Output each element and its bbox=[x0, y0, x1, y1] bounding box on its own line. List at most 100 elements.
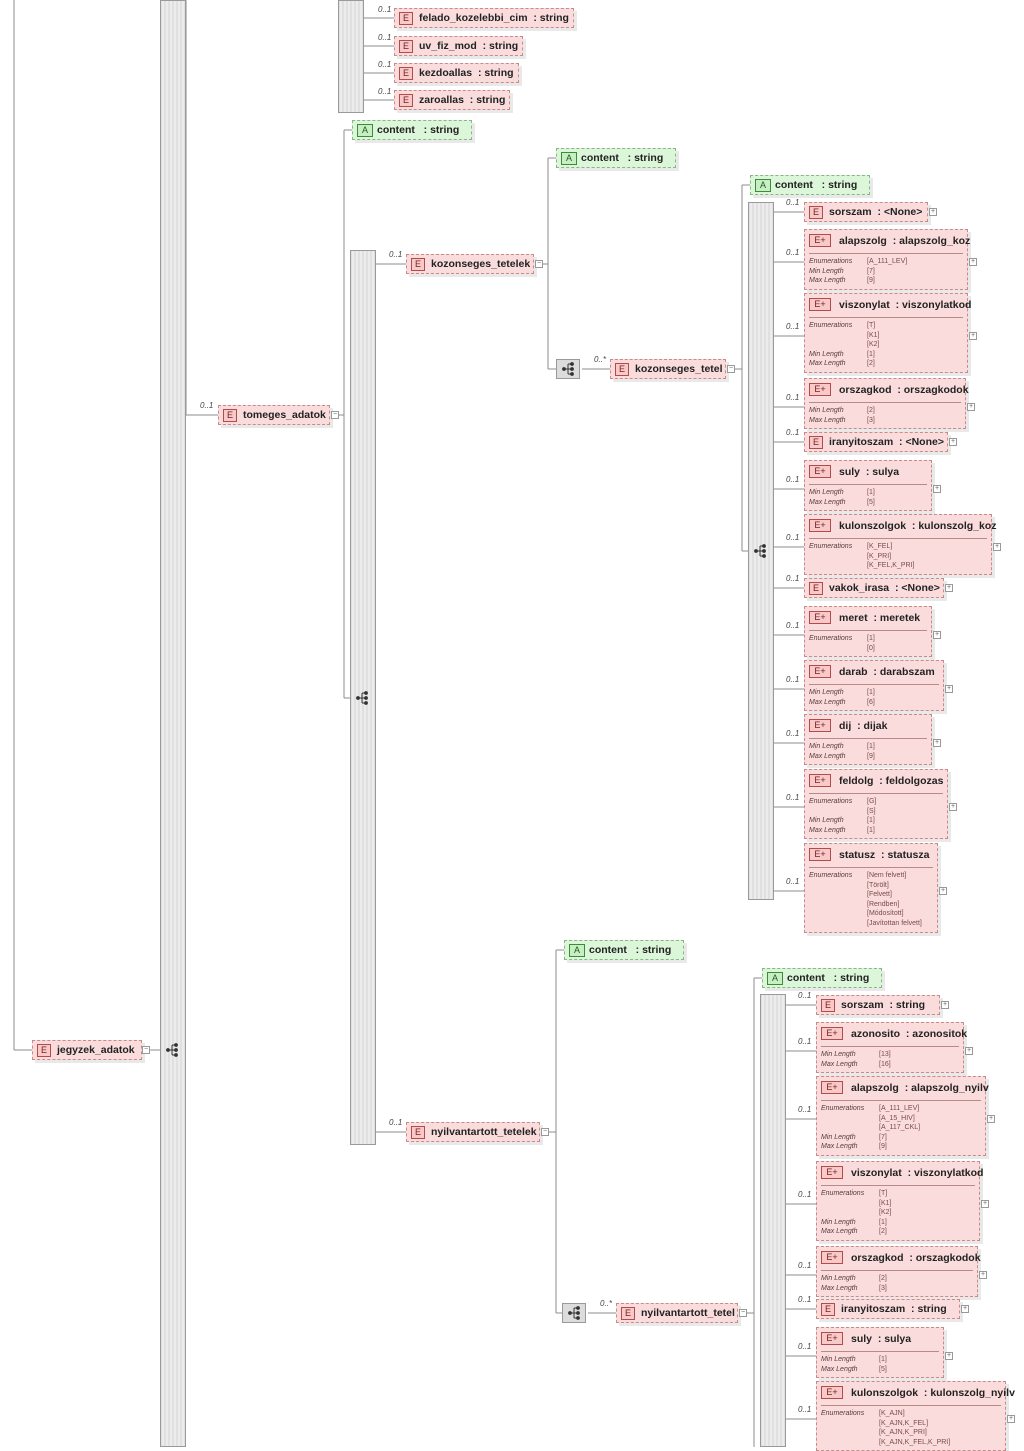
element-uv-fiz-mod[interactable]: E uv_fiz_mod : string bbox=[394, 36, 524, 56]
attribute-icon: A bbox=[755, 179, 771, 192]
facet-row: Max Length[6] bbox=[809, 698, 939, 708]
expand-toggle[interactable]: + bbox=[949, 803, 957, 811]
facet-divider bbox=[821, 1185, 975, 1186]
facet-label: Min Length bbox=[821, 1356, 856, 1363]
facet-value: [Nem felvett] bbox=[867, 872, 907, 879]
attribute-content[interactable]: A content : string bbox=[564, 940, 684, 960]
expand-toggle[interactable]: + bbox=[933, 739, 941, 747]
expand-toggle[interactable]: + bbox=[949, 438, 957, 446]
element-name: vakok_irasa bbox=[829, 582, 890, 594]
expand-toggle[interactable]: + bbox=[939, 887, 947, 895]
expand-toggle[interactable]: + bbox=[979, 1271, 987, 1279]
element-kozonseges-tetel[interactable]: E kozonseges_tetel bbox=[610, 359, 726, 379]
expand-toggle[interactable]: + bbox=[969, 332, 977, 340]
element-kozonseges-tetelek[interactable]: E kozonseges_tetelek bbox=[406, 254, 534, 274]
facet-row: Enumerations[T][K1][K2] bbox=[809, 321, 963, 350]
element-kezdoallas[interactable]: E kezdoallas : string bbox=[394, 63, 519, 83]
attribute-content[interactable]: A content : string bbox=[556, 148, 676, 168]
facet-value: [K1] bbox=[879, 1199, 892, 1207]
element-type: sulya bbox=[884, 1333, 912, 1345]
element-zaroallas[interactable]: E zaroallas : string bbox=[394, 90, 511, 110]
facet-row: Min Length[1] bbox=[821, 1355, 939, 1365]
collapse-toggle[interactable]: − bbox=[535, 260, 543, 268]
facet-label: Min Length bbox=[809, 489, 844, 496]
facet-label: Max Length bbox=[821, 1284, 858, 1292]
cardinality-label: 0..1 bbox=[786, 574, 800, 583]
facet-divider bbox=[809, 738, 927, 739]
collapse-toggle[interactable]: − bbox=[331, 411, 339, 419]
element-tomeges-adatok[interactable]: E tomeges_adatok bbox=[218, 405, 330, 425]
facet-values: [K_FEL][K_PRI][K_FEL,K_PRI] bbox=[867, 542, 914, 571]
complex-element-icon: E+ bbox=[809, 383, 831, 396]
collapse-toggle[interactable]: − bbox=[142, 1046, 150, 1054]
facet-value: [0] bbox=[867, 644, 875, 652]
attribute-content[interactable]: A content : string bbox=[352, 120, 472, 140]
facet-value: [K_AJN] bbox=[879, 1410, 905, 1417]
sequence-icon bbox=[166, 1043, 178, 1057]
attribute-content[interactable]: A content : string bbox=[762, 968, 882, 988]
facet-label: Min Length bbox=[821, 1275, 856, 1282]
attribute-content[interactable]: A content : string bbox=[750, 175, 870, 195]
expand-toggle[interactable]: + bbox=[981, 1200, 989, 1208]
element-jegyzek-adatok[interactable]: E jegyzek_adatok bbox=[32, 1040, 142, 1060]
expand-toggle[interactable]: + bbox=[993, 543, 1001, 551]
collapse-toggle[interactable]: − bbox=[727, 365, 735, 373]
sequence-icon bbox=[754, 544, 766, 558]
element-type: <None> bbox=[883, 206, 923, 218]
element-felado-kozelebbi-cim[interactable]: E felado_kozelebbi_cim : string bbox=[394, 8, 574, 28]
facet-row: Max Length[3] bbox=[809, 416, 961, 426]
expand-toggle[interactable]: + bbox=[987, 1115, 995, 1123]
expand-toggle[interactable]: + bbox=[933, 631, 941, 639]
element-type: darabszam bbox=[879, 666, 935, 678]
facet-value: [Rendben] bbox=[867, 900, 900, 908]
facet-row: Min Length[1] bbox=[809, 742, 927, 752]
expand-toggle[interactable]: + bbox=[961, 1305, 969, 1313]
expand-toggle[interactable]: + bbox=[933, 485, 941, 493]
element-icon: E bbox=[399, 94, 413, 107]
top-sequence-bar bbox=[338, 0, 364, 113]
facet-values: [Nem felvett][Törölt][Felvett][Rendben][… bbox=[867, 871, 922, 929]
facet-label: Enumerations bbox=[809, 322, 853, 329]
expand-toggle[interactable]: + bbox=[929, 208, 937, 216]
expand-toggle[interactable]: + bbox=[941, 1001, 949, 1009]
complex-element-icon: E+ bbox=[809, 519, 831, 532]
element-icon: E bbox=[411, 258, 425, 271]
expand-toggle[interactable]: + bbox=[945, 685, 953, 693]
collapse-toggle[interactable]: − bbox=[739, 1309, 747, 1317]
cardinality-label: 0..1 bbox=[378, 60, 392, 69]
expand-toggle[interactable]: + bbox=[1007, 1415, 1015, 1423]
expand-toggle[interactable]: + bbox=[965, 1047, 973, 1055]
facet-value: [1] bbox=[879, 1218, 887, 1226]
element-nyilvantartott-tetel[interactable]: E nyilvantartott_tetel bbox=[616, 1303, 738, 1323]
expand-toggle[interactable]: + bbox=[945, 1352, 953, 1360]
element-nyilvantartott-tetelek[interactable]: E nyilvantartott_tetelek bbox=[406, 1122, 540, 1142]
expand-toggle[interactable]: + bbox=[967, 403, 975, 411]
expand-toggle[interactable]: + bbox=[969, 258, 977, 266]
expand-toggle[interactable]: + bbox=[945, 584, 953, 592]
facet-value: [5] bbox=[879, 1365, 887, 1373]
collapse-toggle[interactable]: − bbox=[541, 1128, 549, 1136]
facet-label: Enumerations bbox=[821, 1105, 865, 1112]
facet-values: [A_111_LEV][A_15_HIV][A_117_CKL] bbox=[879, 1104, 920, 1133]
